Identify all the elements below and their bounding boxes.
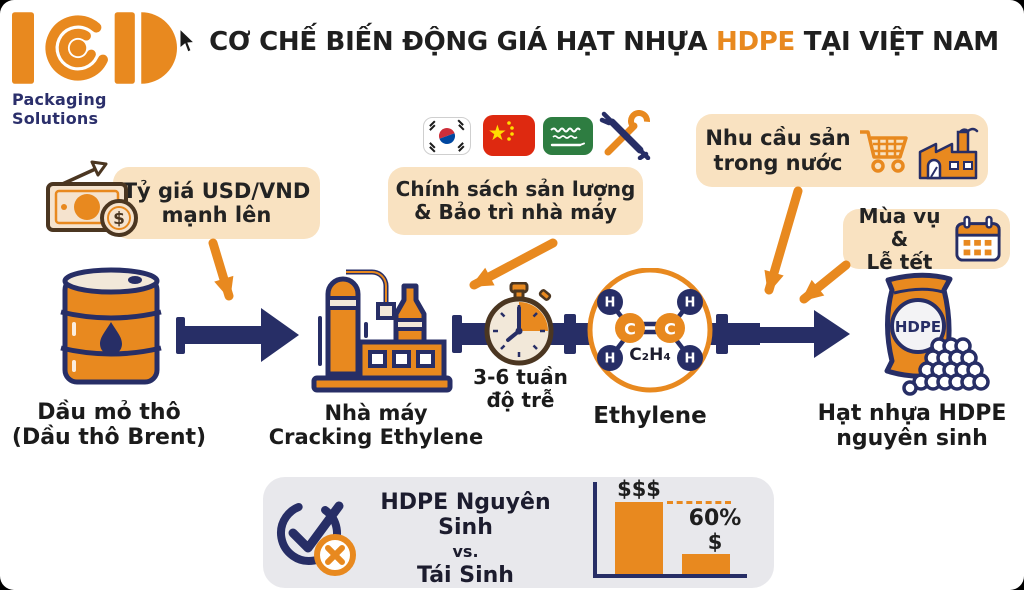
label-ethylene-text: Ethylene	[593, 403, 707, 429]
hdpe-pellets	[902, 337, 990, 396]
money-usd-icon: $	[46, 160, 138, 237]
mini-chart-percent: 60%	[688, 506, 742, 531]
callout-season-line1: Mùa vụ &	[858, 203, 941, 251]
arrow-demand-to-flow	[764, 186, 803, 295]
comparison-line2: vs.	[452, 542, 479, 561]
shopping-cart-icon	[860, 129, 908, 173]
label-crude-line2: (Dầu thô Brent)	[11, 424, 207, 450]
callout-policy: Chính sách sản lượng & Bảo trì nhà máy	[388, 167, 643, 235]
callout-demand-line1: Nhu cầu sản	[705, 126, 851, 151]
label-plant-line1: Nhà máy	[324, 401, 428, 425]
mini-chart-bar-recycled	[682, 554, 730, 574]
label-plant-line2: Cracking Ethylene	[268, 424, 484, 449]
arrow-exchange-to-flow	[208, 238, 234, 301]
saudi-arabia-flag-icon	[543, 117, 593, 155]
atom-c2: C	[664, 320, 676, 339]
callout-exchange-line1: Tỷ giá USD/VND	[122, 178, 311, 203]
pipe-arrow-crude-to-plant	[176, 308, 299, 362]
label-crude-line1: Dầu mỏ thô	[37, 400, 181, 425]
arrow-policy-to-plant	[469, 238, 558, 290]
mouse-cursor	[179, 28, 196, 53]
arrow-season-to-flow	[799, 260, 851, 304]
label-cracking-plant: Nhà máy Cracking Ethylene	[266, 401, 486, 449]
south-korea-flag-icon	[423, 117, 471, 155]
label-hdpe-line1: Hạt nhựa HDPE	[817, 401, 1007, 426]
atom-h2: H	[685, 296, 696, 311]
mini-chart-bar-virgin	[615, 502, 663, 574]
comparison-box: HDPE Nguyên Sinh vs. Tái Sinh $$$ 60% $	[263, 477, 774, 588]
callout-season: Mùa vụ & Lễ tết	[843, 204, 1010, 273]
pipe-arrow-ethylene-to-hdpe	[708, 310, 850, 358]
mini-chart-axes	[593, 482, 747, 578]
oil-barrel-icon	[60, 267, 162, 385]
dollar-symbol: $	[113, 209, 125, 229]
hdpe-bag-icon: HDPE	[884, 272, 990, 396]
mini-chart-low-label: $	[707, 530, 723, 554]
mini-chart-high-label: $$$	[617, 477, 661, 501]
factory-small-icon	[918, 127, 979, 179]
china-flag-icon	[483, 115, 535, 156]
label-delay: 3-6 tuần độ trễ	[468, 366, 573, 411]
callout-policy-line1: Chính sách sản lượng	[395, 177, 636, 201]
mini-chart-reference-line	[667, 501, 731, 504]
label-delay-line1: 3-6 tuần	[473, 365, 568, 389]
atom-h3: H	[605, 352, 616, 367]
stopwatch-icon	[484, 282, 554, 366]
callout-domestic-demand: Nhu cầu sản trong nước	[696, 114, 988, 187]
label-ethylene: Ethylene	[585, 403, 715, 429]
ethylene-molecule-icon: C C H H H H C₂H₄	[587, 268, 713, 393]
callout-season-line2: Lễ tết	[866, 249, 933, 274]
atom-h1: H	[605, 296, 616, 311]
logo: Packaging Solutions	[12, 12, 182, 128]
calendar-icon	[955, 215, 1001, 262]
label-delay-line2: độ trễ	[486, 387, 555, 412]
callout-exchange-rate: Tỷ giá USD/VND mạnh lên	[113, 167, 320, 239]
page-title: CƠ CHẾ BIẾN ĐỘNG GIÁ HẠT NHỰA HDPE TẠI V…	[190, 27, 1018, 57]
comparison-line1: HDPE Nguyên Sinh	[380, 490, 551, 540]
maintenance-tools-icon	[599, 110, 651, 160]
comparison-line3: Tái Sinh	[417, 563, 514, 588]
callout-demand-line2: trong nước	[713, 150, 843, 175]
title-highlight: HDPE	[716, 27, 795, 57]
callout-policy-line2: & Bảo trì nhà máy	[414, 200, 617, 224]
callout-exchange-line2: mạnh lên	[161, 203, 272, 227]
ethylene-formula: C₂H₄	[629, 345, 671, 365]
atom-h4: H	[685, 352, 696, 367]
logo-tagline: Packaging Solutions	[12, 90, 107, 128]
cracking-plant-icon	[311, 269, 453, 393]
icd-logo-icon	[12, 12, 177, 84]
title-post: TẠI VIỆT NAM	[795, 27, 999, 57]
atom-c1: C	[624, 320, 636, 339]
check-vs-x-icon	[277, 501, 356, 576]
label-hdpe-line2: nguyên sinh	[836, 425, 988, 451]
hdpe-bag-label: HDPE	[895, 318, 941, 336]
label-crude-oil: Dầu mỏ thô (Dầu thô Brent)	[3, 400, 215, 451]
comparison-title: HDPE Nguyên Sinh vs. Tái Sinh	[363, 490, 568, 588]
label-hdpe: Hạt nhựa HDPE nguyên sinh	[806, 401, 1018, 452]
title-pre: CƠ CHẾ BIẾN ĐỘNG GIÁ HẠT NHỰA	[209, 27, 717, 57]
